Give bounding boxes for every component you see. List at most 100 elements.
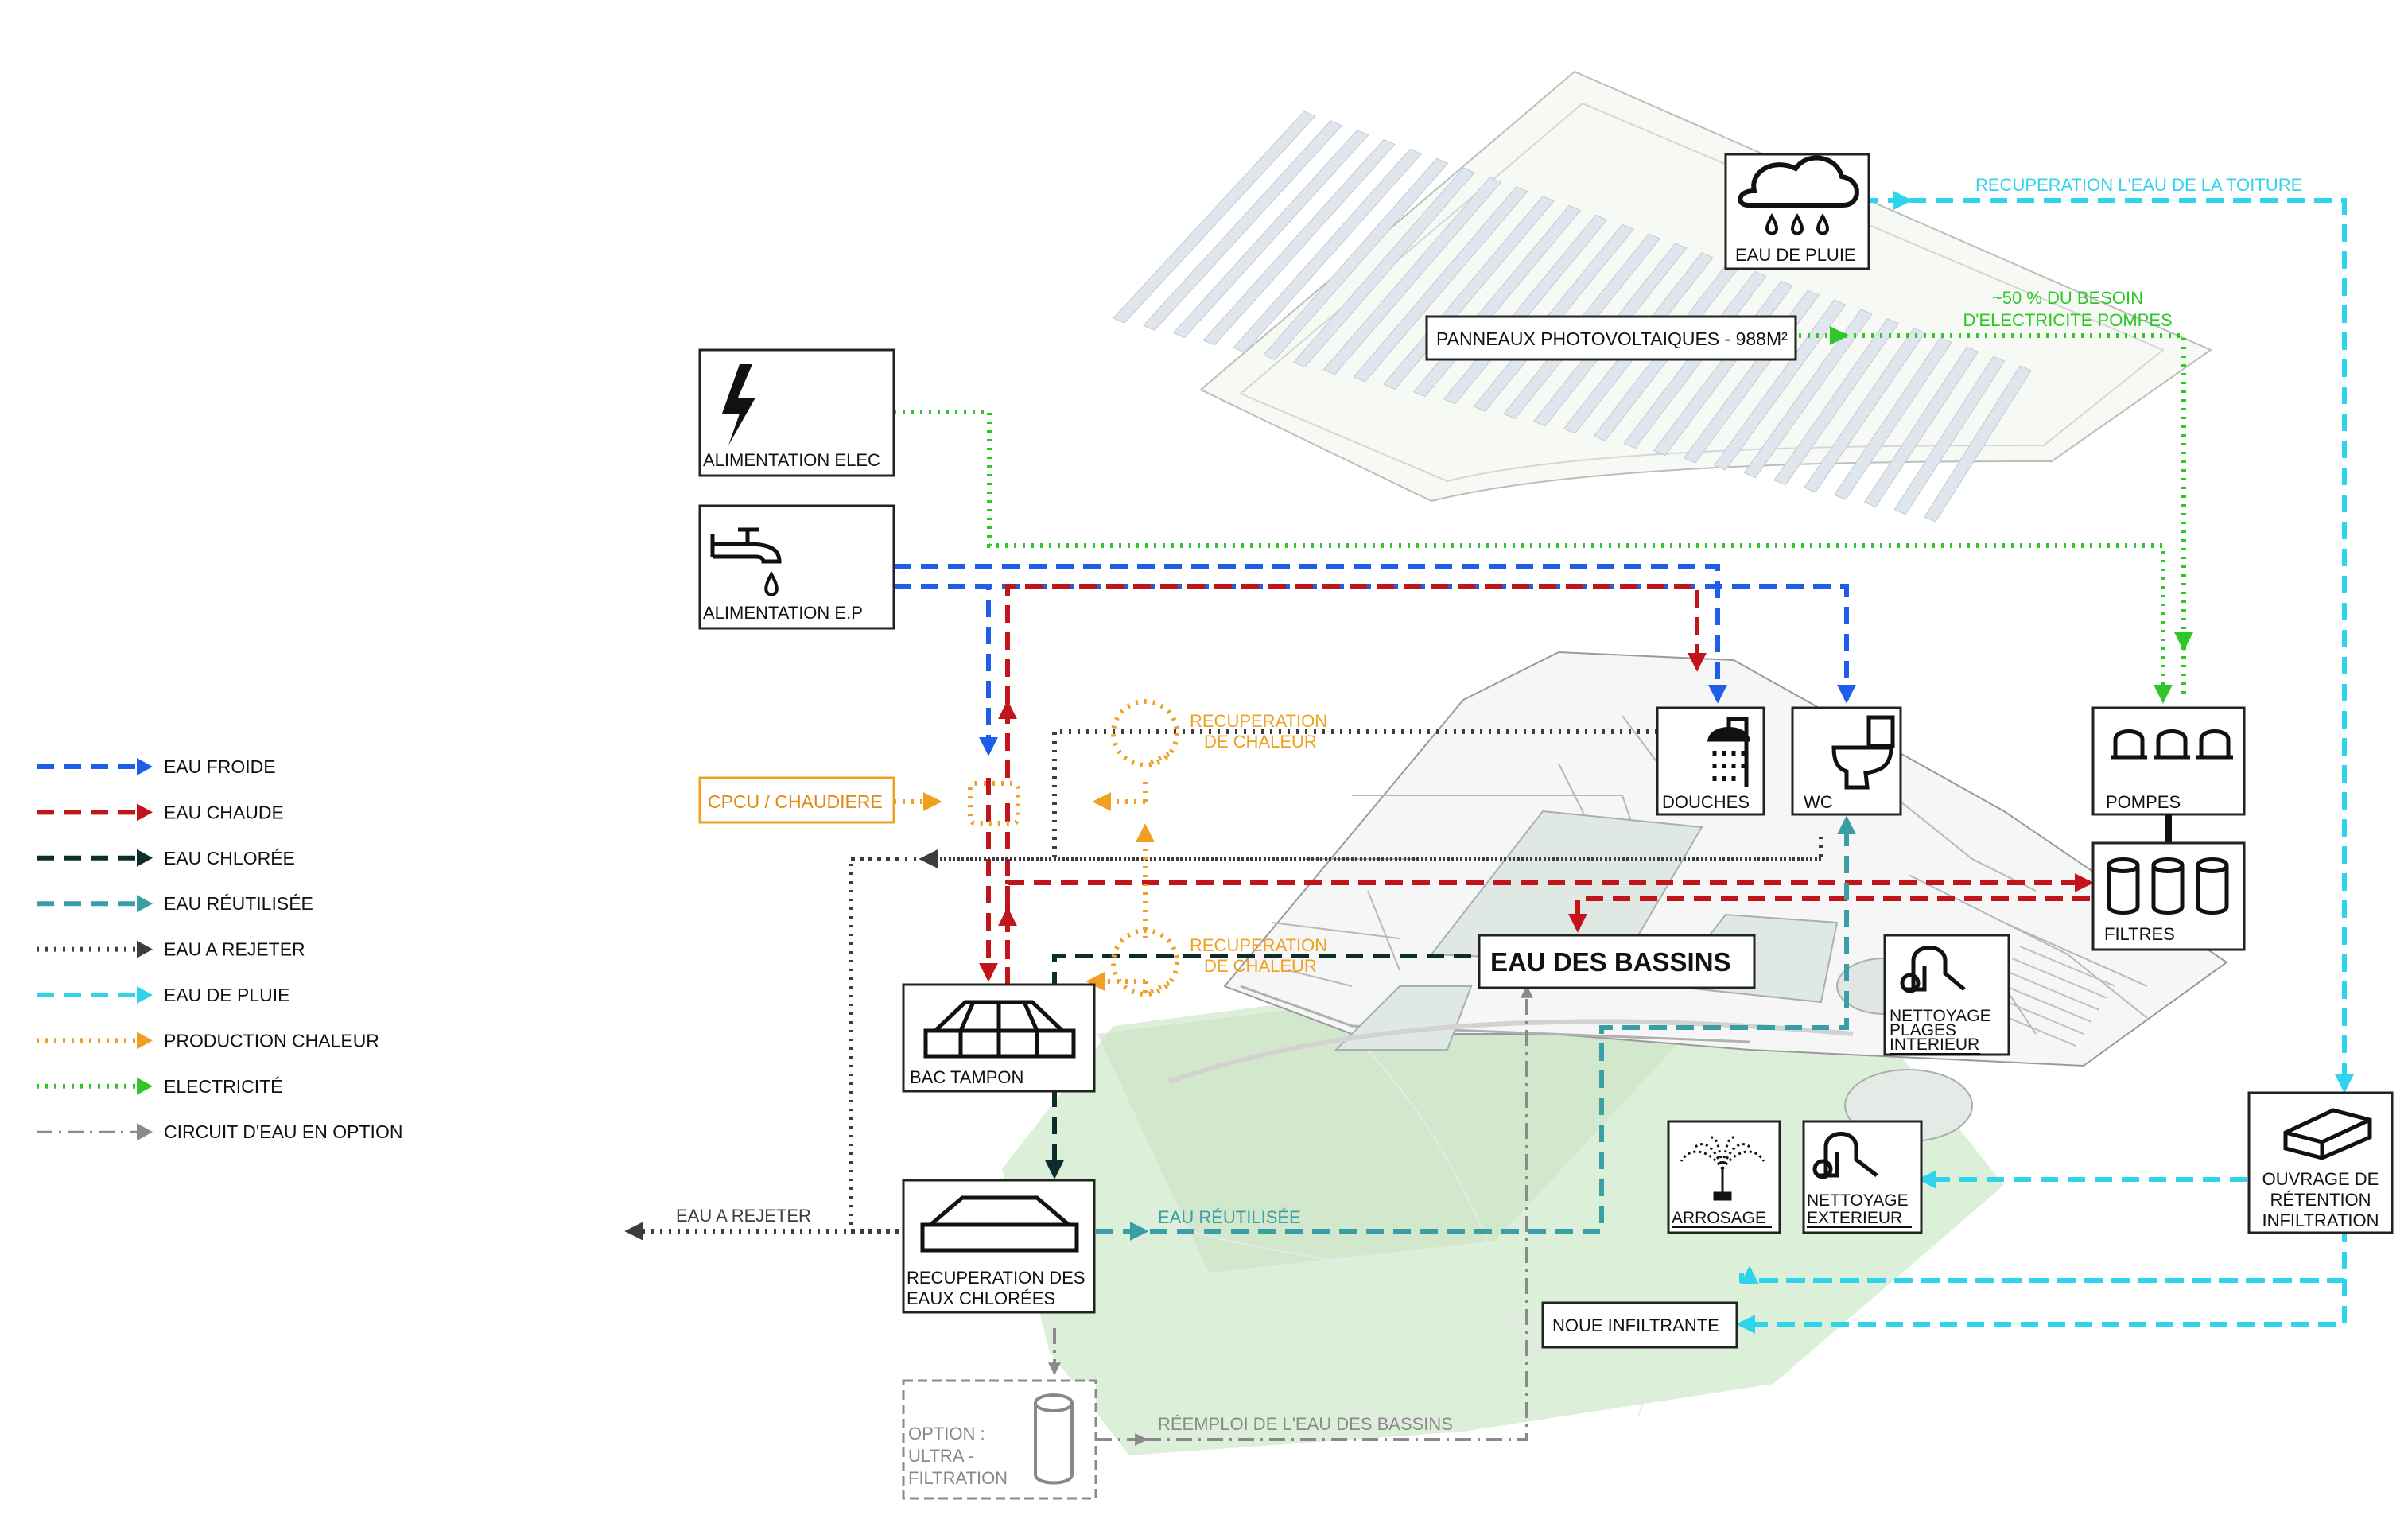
- legend-arrow: [137, 895, 153, 913]
- node-label: ALIMENTATION ELEC: [703, 450, 880, 470]
- node-eau-de-pluie: EAU DE PLUIE: [1724, 153, 1870, 270]
- node-label: EXTERIEUR: [1807, 1209, 1902, 1227]
- legend-arrow: [137, 1123, 153, 1141]
- node-label: PANNEAUX PHOTOVOLTAIQUES - 988M²: [1436, 328, 1788, 349]
- node-label: EAUX CHLORÉES: [907, 1288, 1055, 1308]
- pv-panel-row: [1743, 309, 1873, 479]
- annotation-eau-reutilisee: EAU RÉUTILISÉE: [1158, 1207, 1301, 1227]
- annotation-besoin-line2: D'ELECTRICITE POMPES: [1963, 310, 2172, 330]
- legend-arrow: [137, 758, 153, 775]
- annotation-recup-toiture: RECUPERATION L'EAU DE LA TOITURE: [1975, 175, 2302, 195]
- node-wc: WC: [1791, 706, 1902, 816]
- legend-item: CIRCUIT D'EAU EN OPTION: [37, 1121, 402, 1142]
- node-arrosage: ARROSAGE: [1667, 1120, 1781, 1234]
- pv-panel-row: [1172, 130, 1369, 339]
- legend-label: ELECTRICITÉ: [164, 1076, 283, 1097]
- tank-icon: [923, 1000, 1076, 1059]
- node-nettoyage-exterieur: NETTOYAGE EXTERIEUR: [1802, 1120, 1923, 1234]
- pv-panel-row: [1113, 111, 1316, 324]
- pumps-icon: [2111, 729, 2233, 760]
- tank-closed-icon: [920, 1195, 1079, 1253]
- node-label: DOUCHES: [1662, 792, 1750, 812]
- legend-label: EAU DE PLUIE: [164, 985, 290, 1005]
- legend-label: PRODUCTION CHALEUR: [164, 1030, 379, 1051]
- site-plan-background: [1002, 70, 2228, 1455]
- legend-arrow: [137, 1032, 153, 1050]
- pv-panel-row: [1863, 346, 1979, 508]
- vacuum-icon: [1812, 1132, 1878, 1179]
- box-icon: [2283, 1108, 2372, 1160]
- pv-panel-row: [1202, 138, 1396, 346]
- node-pompes: POMPES: [2091, 706, 2246, 816]
- legend-arrow: [137, 940, 153, 958]
- faucet-icon: [710, 527, 782, 597]
- node-label: OPTION :: [908, 1424, 985, 1443]
- annotation-recup-chaleur-1a: RECUPERATION: [1190, 711, 1327, 731]
- node-label: NOUE INFILTRANTE: [1552, 1315, 1719, 1335]
- legend-label: EAU FROIDE: [164, 756, 276, 777]
- node-label: RECUPERATION DES: [907, 1268, 1086, 1288]
- pv-panel-row: [1353, 186, 1528, 383]
- annotation-eau-a-rejeter: EAU A REJETER: [676, 1206, 811, 1226]
- node-alimentation-elec: ALIMENTATION ELEC: [698, 348, 895, 477]
- legend-item: EAU RÉUTILISÉE: [37, 893, 313, 914]
- rain-cloud-icon: [1738, 155, 1859, 236]
- node-label: NETTOYAGE: [1807, 1191, 1909, 1210]
- legend-label: CIRCUIT D'EAU EN OPTION: [164, 1121, 402, 1142]
- node-label: POMPES: [2106, 792, 2181, 812]
- node-filtres: FILTRES: [2091, 841, 2246, 951]
- annotation-recup-chaleur-2a: RECUPERATION: [1190, 935, 1327, 955]
- legend-item: PRODUCTION CHALEUR: [37, 1030, 379, 1051]
- filters-icon: [2107, 857, 2229, 915]
- node-option-ultrafiltration: OPTION : ULTRA - FILTRATION: [902, 1379, 1097, 1500]
- legend-label: EAU A REJETER: [164, 939, 305, 960]
- pv-panel-row: [1263, 157, 1449, 360]
- legend-item: EAU A REJETER: [37, 939, 305, 960]
- pv-panel-row: [1893, 356, 2006, 515]
- pv-panel-row: [1292, 167, 1475, 368]
- shower-icon: [1707, 717, 1751, 787]
- cylinder-icon: [1034, 1393, 1074, 1485]
- annotation-recup-chaleur-1b: DE CHALEUR: [1204, 732, 1317, 752]
- node-label: INFILTRATION: [2262, 1210, 2379, 1230]
- node-label: EAU DES BASSINS: [1490, 947, 1731, 977]
- node-ouvrage: OUVRAGE DE RÉTENTION INFILTRATION: [2247, 1091, 2394, 1234]
- node-label: INTERIEUR: [1890, 1035, 1979, 1054]
- legend-item: EAU DE PLUIE: [37, 985, 290, 1005]
- node-label: BAC TAMPON: [910, 1067, 1023, 1087]
- node-label: ALIMENTATION E.P: [703, 603, 863, 623]
- node-label: OUVRAGE DE: [2262, 1169, 2379, 1189]
- node-label: NETTOYAGE: [1890, 1007, 1991, 1025]
- node-alimentation-ep: ALIMENTATION E.P: [698, 504, 895, 630]
- node-bac-tampon: BAC TAMPON: [902, 983, 1096, 1093]
- legend-item: EAU CHLORÉE: [37, 848, 295, 868]
- node-label: EAU DE PLUIE: [1735, 245, 1856, 265]
- node-cpcu: CPCU / CHAUDIERE: [698, 776, 895, 824]
- node-label: CPCU / CHAUDIERE: [708, 791, 883, 812]
- legend-arrow: [137, 803, 153, 822]
- lightning-icon: [722, 364, 755, 445]
- annotation-besoin-line1: ~50 % DU BESOIN: [1992, 288, 2143, 308]
- node-label: ULTRA -: [908, 1446, 974, 1466]
- legend-arrow: [137, 1077, 153, 1095]
- legend-label: EAU RÉUTILISÉE: [164, 893, 313, 914]
- pv-panel-row: [1713, 299, 1847, 471]
- legend-item: EAU CHAUDE: [37, 802, 284, 822]
- pv-panel-row: [1322, 177, 1502, 375]
- sprinkler-icon: [1680, 1136, 1765, 1201]
- annotation-recup-chaleur-2b: DE CHALEUR: [1204, 956, 1317, 976]
- node-panneaux: PANNEAUX PHOTOVOLTAIQUES - 988M²: [1425, 315, 1797, 361]
- vacuum-icon: [1900, 946, 1966, 993]
- legend: EAU FROIDE EAU CHAUDE EAU CHLORÉE EAU RÉUTI…: [37, 756, 402, 1142]
- node-douches: DOUCHES: [1656, 706, 1765, 816]
- legend-arrow: [137, 986, 153, 1004]
- node-label: PLAGES: [1890, 1021, 1956, 1039]
- pv-panel-row: [1833, 336, 1952, 500]
- pv-panel-row: [1233, 148, 1423, 353]
- node-eau-des-bassins: EAU DES BASSINS: [1478, 934, 1756, 989]
- node-noue: NOUE INFILTRANTE: [1541, 1301, 1738, 1349]
- legend-item: EAU FROIDE: [37, 756, 276, 777]
- pv-panel-row: [1142, 120, 1343, 331]
- pv-panel-row: [1804, 327, 1926, 493]
- flows: [624, 191, 2354, 1446]
